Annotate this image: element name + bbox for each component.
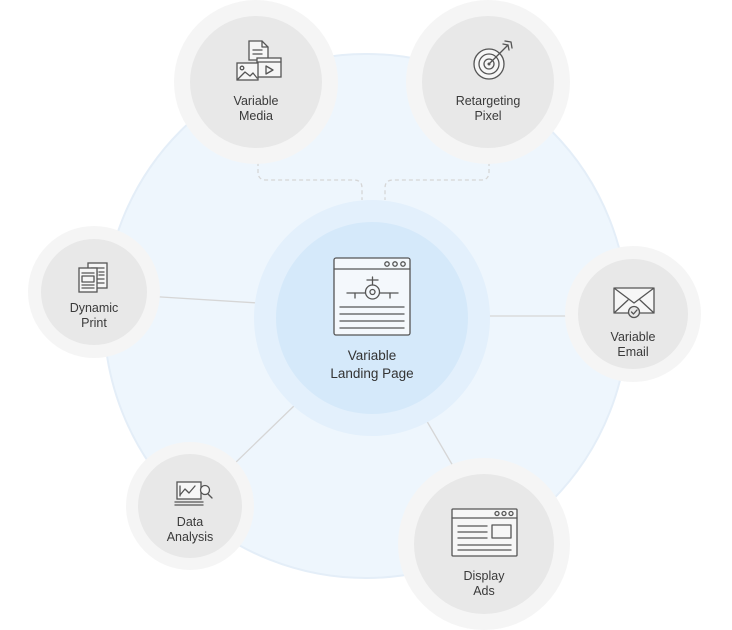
display-ads-label-line1: Display xyxy=(464,569,506,583)
connector-retargeting-pixel xyxy=(384,162,490,200)
landing-page-airplane-icon xyxy=(333,257,411,336)
media-files-icon xyxy=(236,40,282,81)
dynamic-print-label-line1: Dynamic xyxy=(70,301,119,315)
variable-media-label-line2: Media xyxy=(239,109,273,123)
node-variable-email: Variable Email xyxy=(565,246,701,382)
print-documents-icon xyxy=(78,262,108,293)
dynamic-print-label-line2: Print xyxy=(81,316,107,330)
retargeting-pixel-label-line2: Pixel xyxy=(474,109,501,123)
connector-variable-media xyxy=(257,162,363,200)
node-data-analysis: Data Analysis xyxy=(126,442,254,570)
center-label-line1: Variable xyxy=(348,348,397,363)
target-icon xyxy=(473,40,513,80)
node-variable-media: Variable Media xyxy=(174,0,338,164)
connectors xyxy=(144,162,572,479)
connector-dynamic-print xyxy=(144,295,259,304)
display-ads-label-line2: Ads xyxy=(473,584,495,598)
node-display-ads: Display Ads xyxy=(398,458,570,630)
connector-data-analysis xyxy=(231,403,297,467)
variable-email-label-line2: Email xyxy=(617,345,648,359)
center-label-line2: Landing Page xyxy=(330,366,413,381)
node-dynamic-print: Dynamic Print xyxy=(28,226,160,358)
data-chart-icon xyxy=(174,481,213,506)
email-envelope-icon xyxy=(613,287,655,319)
center-node-variable-landing-page: Variable Landing Page xyxy=(254,200,490,436)
display-ads-window-icon xyxy=(451,508,518,557)
node-retargeting-pixel: Retargeting Pixel xyxy=(406,0,570,164)
data-analysis-label-line1: Data xyxy=(177,515,203,529)
variable-email-label-line1: Variable xyxy=(611,330,656,344)
data-analysis-label-line2: Analysis xyxy=(167,530,214,544)
variable-media-label-line1: Variable xyxy=(234,94,279,108)
retargeting-pixel-label-line1: Retargeting xyxy=(456,94,521,108)
